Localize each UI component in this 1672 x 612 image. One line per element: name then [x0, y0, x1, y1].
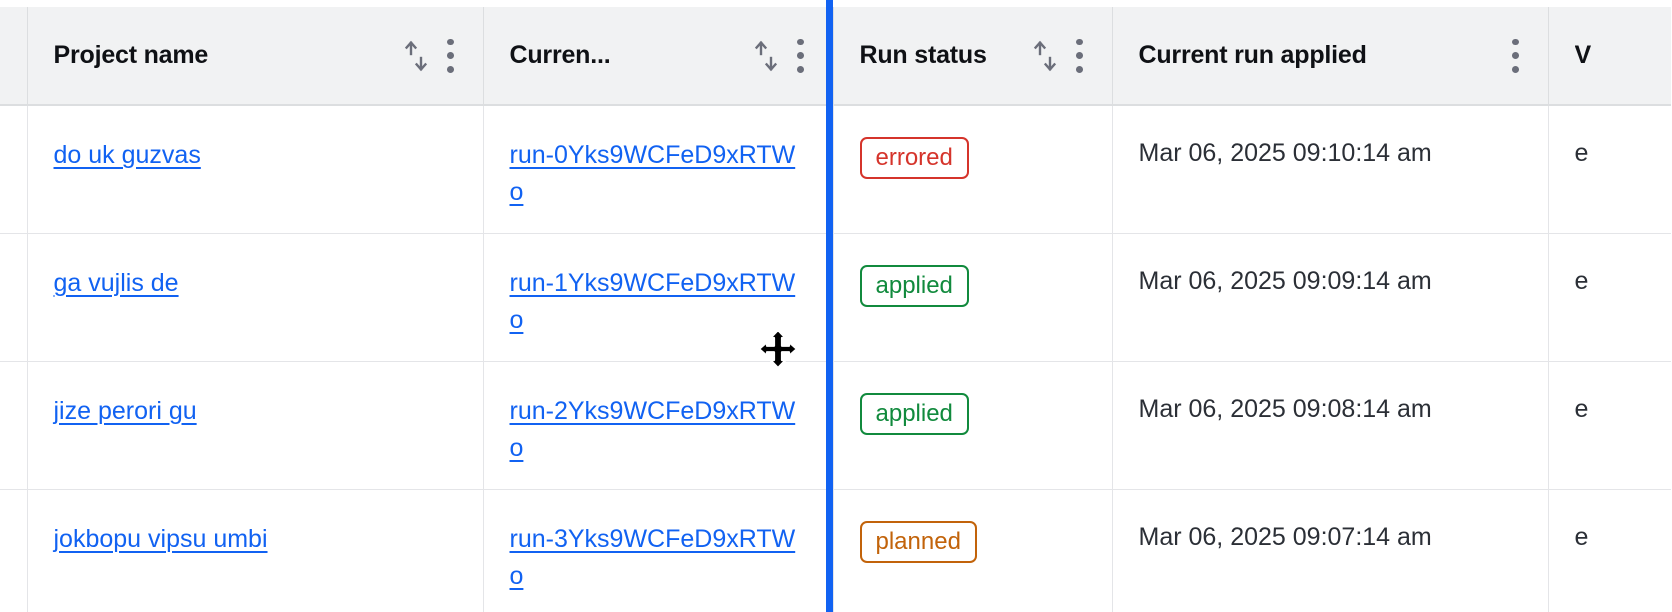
current-run-link[interactable]: run-2Yks9WCFeD9xRTWo [509, 396, 796, 462]
current-run-link[interactable]: run-3Yks9WCFeD9xRTWo [509, 524, 796, 590]
current-run-applied-text: Mar 06, 2025 09:09:14 am [1138, 266, 1432, 295]
column-header-current-run-applied[interactable]: Current run applied [1112, 7, 1549, 106]
current-run-applied-text: Mar 06, 2025 09:07:14 am [1138, 522, 1432, 551]
cell-current-run: run-1Yks9WCFeD9xRTWo [483, 233, 834, 362]
column-header-label-current-run: Curren... [509, 41, 611, 69]
cell-project-name: ga vujlis de [27, 233, 484, 362]
projects-table: Project name [0, 7, 1671, 612]
cell-leading-partial [0, 489, 28, 612]
cell-trailing-partial: e [1548, 233, 1671, 362]
cell-project-name: jize perori gu [27, 361, 484, 490]
kebab-menu-icon[interactable] [1512, 38, 1520, 73]
cell-run-status: applied [833, 233, 1113, 362]
cell-trailing-partial: e [1548, 361, 1671, 490]
column-header-leading-partial [0, 7, 28, 106]
current-run-applied-text: Mar 06, 2025 09:08:14 am [1138, 394, 1432, 423]
table-row[interactable]: jize perori gu run-2Yks9WCFeD9xRTWo appl… [0, 361, 1671, 490]
table-row[interactable]: do uk guzvas run-0Yks9WCFeD9xRTWo errore… [0, 105, 1671, 234]
sort-arrows-icon[interactable] [1030, 39, 1060, 73]
project-name-link[interactable]: ga vujlis de [53, 268, 179, 297]
cell-project-name: jokbopu vipsu umbi [27, 489, 484, 612]
column-header-current-run[interactable]: Curren... [483, 7, 834, 106]
cell-current-run-applied: Mar 06, 2025 09:09:14 am [1112, 233, 1549, 362]
status-badge: errored [859, 137, 969, 180]
cell-run-status: errored [833, 105, 1113, 234]
kebab-menu-icon[interactable] [447, 38, 455, 73]
cell-project-name: do uk guzvas [27, 105, 484, 234]
cell-current-run-applied: Mar 06, 2025 09:10:14 am [1112, 105, 1549, 234]
column-header-trailing-partial[interactable]: V [1548, 7, 1671, 106]
trailing-text: e [1574, 139, 1589, 167]
table-body: do uk guzvas run-0Yks9WCFeD9xRTWo errore… [0, 105, 1671, 612]
cell-trailing-partial: e [1548, 489, 1671, 612]
cell-trailing-partial: e [1548, 105, 1671, 234]
column-header-label-project-name: Project name [53, 41, 209, 69]
cell-current-run: run-0Yks9WCFeD9xRTWo [483, 105, 834, 234]
status-badge: planned [859, 520, 977, 563]
current-run-link[interactable]: run-1Yks9WCFeD9xRTWo [509, 268, 796, 334]
cell-current-run: run-3Yks9WCFeD9xRTWo [483, 489, 834, 612]
trailing-text: e [1574, 522, 1589, 551]
project-name-link[interactable]: jokbopu vipsu umbi [53, 524, 268, 553]
column-resize-divider[interactable] [826, 0, 833, 612]
cell-current-run-applied: Mar 06, 2025 09:07:14 am [1112, 489, 1549, 612]
cell-leading-partial [0, 105, 28, 234]
column-header-run-status[interactable]: Run status [833, 7, 1113, 106]
table-row[interactable]: jokbopu vipsu umbi run-3Yks9WCFeD9xRTWo … [0, 489, 1671, 612]
column-header-label-trailing: V [1574, 41, 1591, 69]
column-header-label-run-status: Run status [859, 41, 987, 69]
table-header-row: Project name [0, 7, 1671, 106]
cell-run-status: applied [833, 361, 1113, 490]
current-run-applied-text: Mar 06, 2025 09:10:14 am [1138, 139, 1432, 167]
sort-arrows-icon[interactable] [401, 39, 431, 73]
cell-leading-partial [0, 233, 28, 362]
kebab-menu-icon[interactable] [1076, 38, 1084, 73]
trailing-text: e [1574, 266, 1589, 295]
status-badge: applied [859, 392, 969, 435]
column-header-project-name[interactable]: Project name [27, 7, 484, 106]
table-row[interactable]: ga vujlis de run-1Yks9WCFeD9xRTWo applie… [0, 233, 1671, 362]
cell-current-run: run-2Yks9WCFeD9xRTWo [483, 361, 834, 490]
table-header: Project name [0, 7, 1671, 106]
cell-leading-partial [0, 361, 28, 490]
trailing-text: e [1574, 394, 1589, 423]
project-name-link[interactable]: do uk guzvas [53, 141, 201, 169]
sort-arrows-icon[interactable] [751, 39, 781, 73]
cell-run-status: planned [833, 489, 1113, 612]
current-run-link[interactable]: run-0Yks9WCFeD9xRTWo [509, 141, 796, 206]
status-badge: applied [859, 264, 969, 307]
column-header-label-current-run-applied: Current run applied [1138, 41, 1367, 69]
kebab-menu-icon[interactable] [797, 38, 805, 73]
cell-current-run-applied: Mar 06, 2025 09:08:14 am [1112, 361, 1549, 490]
project-name-link[interactable]: jize perori gu [53, 396, 197, 425]
